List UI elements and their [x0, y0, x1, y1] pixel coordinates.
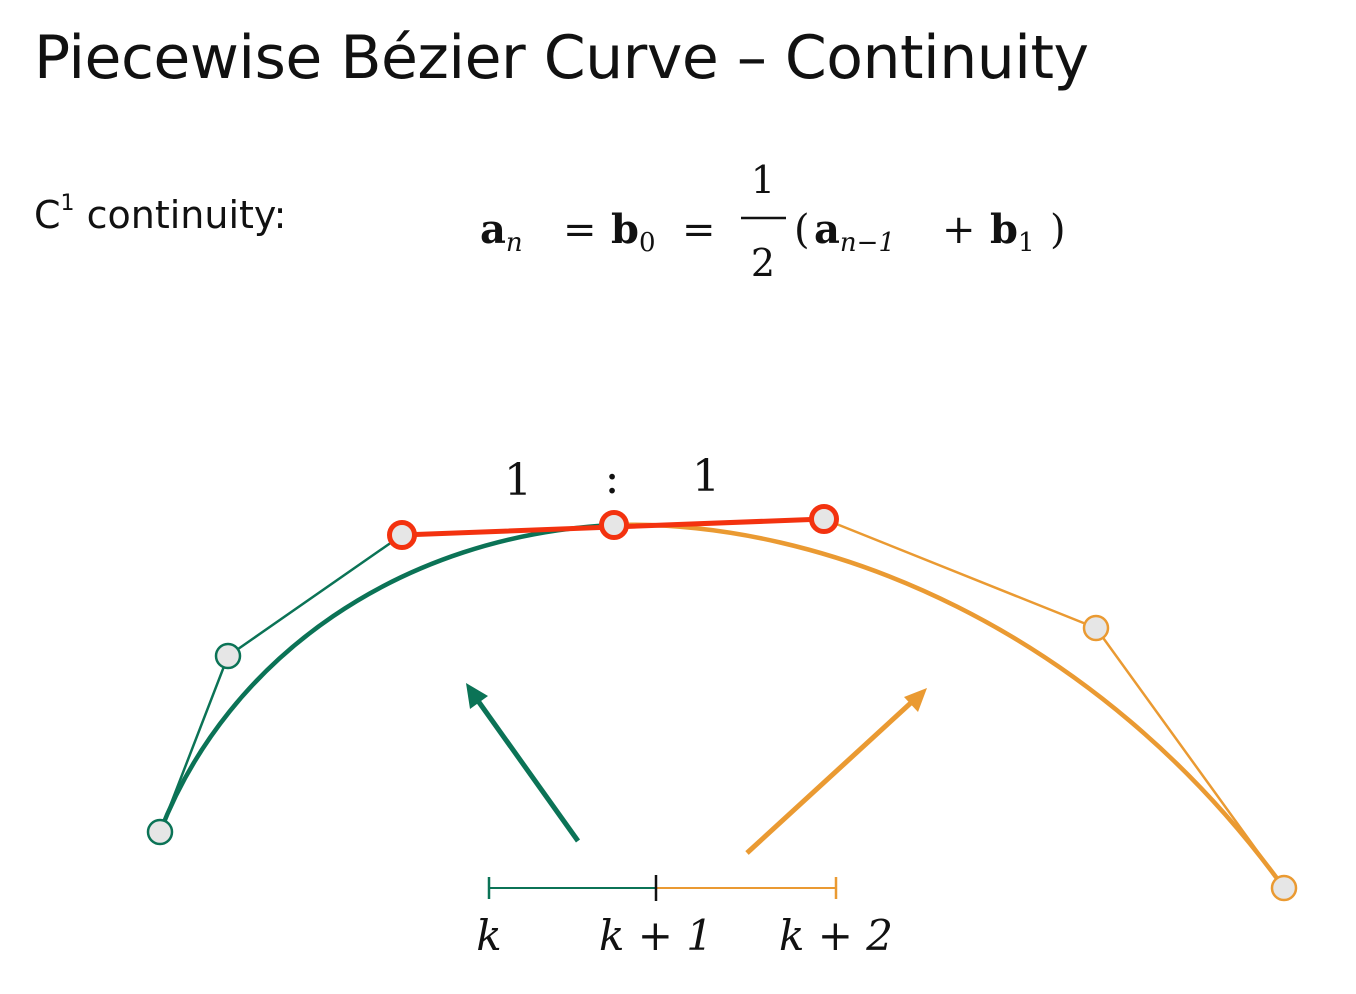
first-control-polygon: [158, 533, 403, 833]
formula-term1-subscript: n−1: [840, 228, 895, 258]
formula-mid-symbol: b: [611, 206, 639, 253]
formula-equals-1: =: [563, 207, 597, 253]
axis-label-k: k: [476, 911, 501, 960]
control-point-b3: [1270, 874, 1298, 902]
control-point-b1: [809, 504, 839, 534]
ratio-separator: :: [605, 453, 620, 504]
first-bezier-segment: [157, 522, 615, 833]
formula-plus: +: [942, 207, 976, 253]
formula-term2: b1: [990, 206, 1035, 258]
formula-lhs: an: [480, 206, 523, 258]
continuity-label-suffix: continuity:: [74, 193, 287, 237]
ratio-right: 1: [692, 451, 720, 502]
ratio-left: 1: [504, 455, 532, 506]
control-point-a0: [146, 818, 174, 846]
control-point-a1: [214, 642, 242, 670]
axis-label-k-plus-1: k + 1: [599, 911, 713, 960]
formula-term2-symbol: b: [990, 206, 1018, 253]
formula-term1: an−1: [814, 206, 895, 258]
formula-mid-subscript: 0: [639, 228, 656, 258]
second-segment-direction-arrowhead: [904, 688, 927, 712]
formula-mid: b0: [611, 206, 656, 258]
second-bezier-segment: [613, 522, 1286, 890]
formula-term2-subscript: 1: [1018, 228, 1035, 258]
formula-lhs-symbol: a: [480, 206, 506, 253]
join-point-an-b0: [599, 510, 629, 540]
c1-formula: an = b0 = 1 2 ( an−1 + b1 ): [480, 158, 1066, 285]
second-control-polygon: [823, 517, 1286, 889]
formula-fraction-denominator: 2: [751, 241, 775, 285]
first-segment-direction-arrow-shaft: [473, 696, 581, 843]
formula-open-paren: (: [794, 207, 810, 253]
control-point-a-n-minus-1: [387, 520, 417, 550]
slide-title: Piecewise Bézier Curve – Continuity: [34, 23, 1089, 93]
formula-lhs-subscript: n: [506, 228, 523, 258]
continuity-class-letter: C: [34, 193, 61, 237]
control-point-b2: [1082, 614, 1110, 642]
formula-close-paren: ): [1050, 207, 1066, 253]
continuity-label: C1 continuity:: [34, 190, 286, 240]
ratio-label: 1 : 1: [504, 451, 720, 506]
second-segment-direction-arrow-shaft: [745, 698, 916, 855]
continuity-order: 1: [60, 191, 75, 217]
first-segment-direction-arrowhead: [466, 683, 488, 709]
formula-term1-symbol: a: [814, 206, 840, 253]
formula-fraction-numerator: 1: [751, 158, 775, 202]
formula-equals-2: =: [682, 207, 716, 253]
axis-label-k-plus-2: k + 2: [779, 911, 893, 960]
parameter-axis: k k + 1 k + 2: [476, 875, 893, 960]
